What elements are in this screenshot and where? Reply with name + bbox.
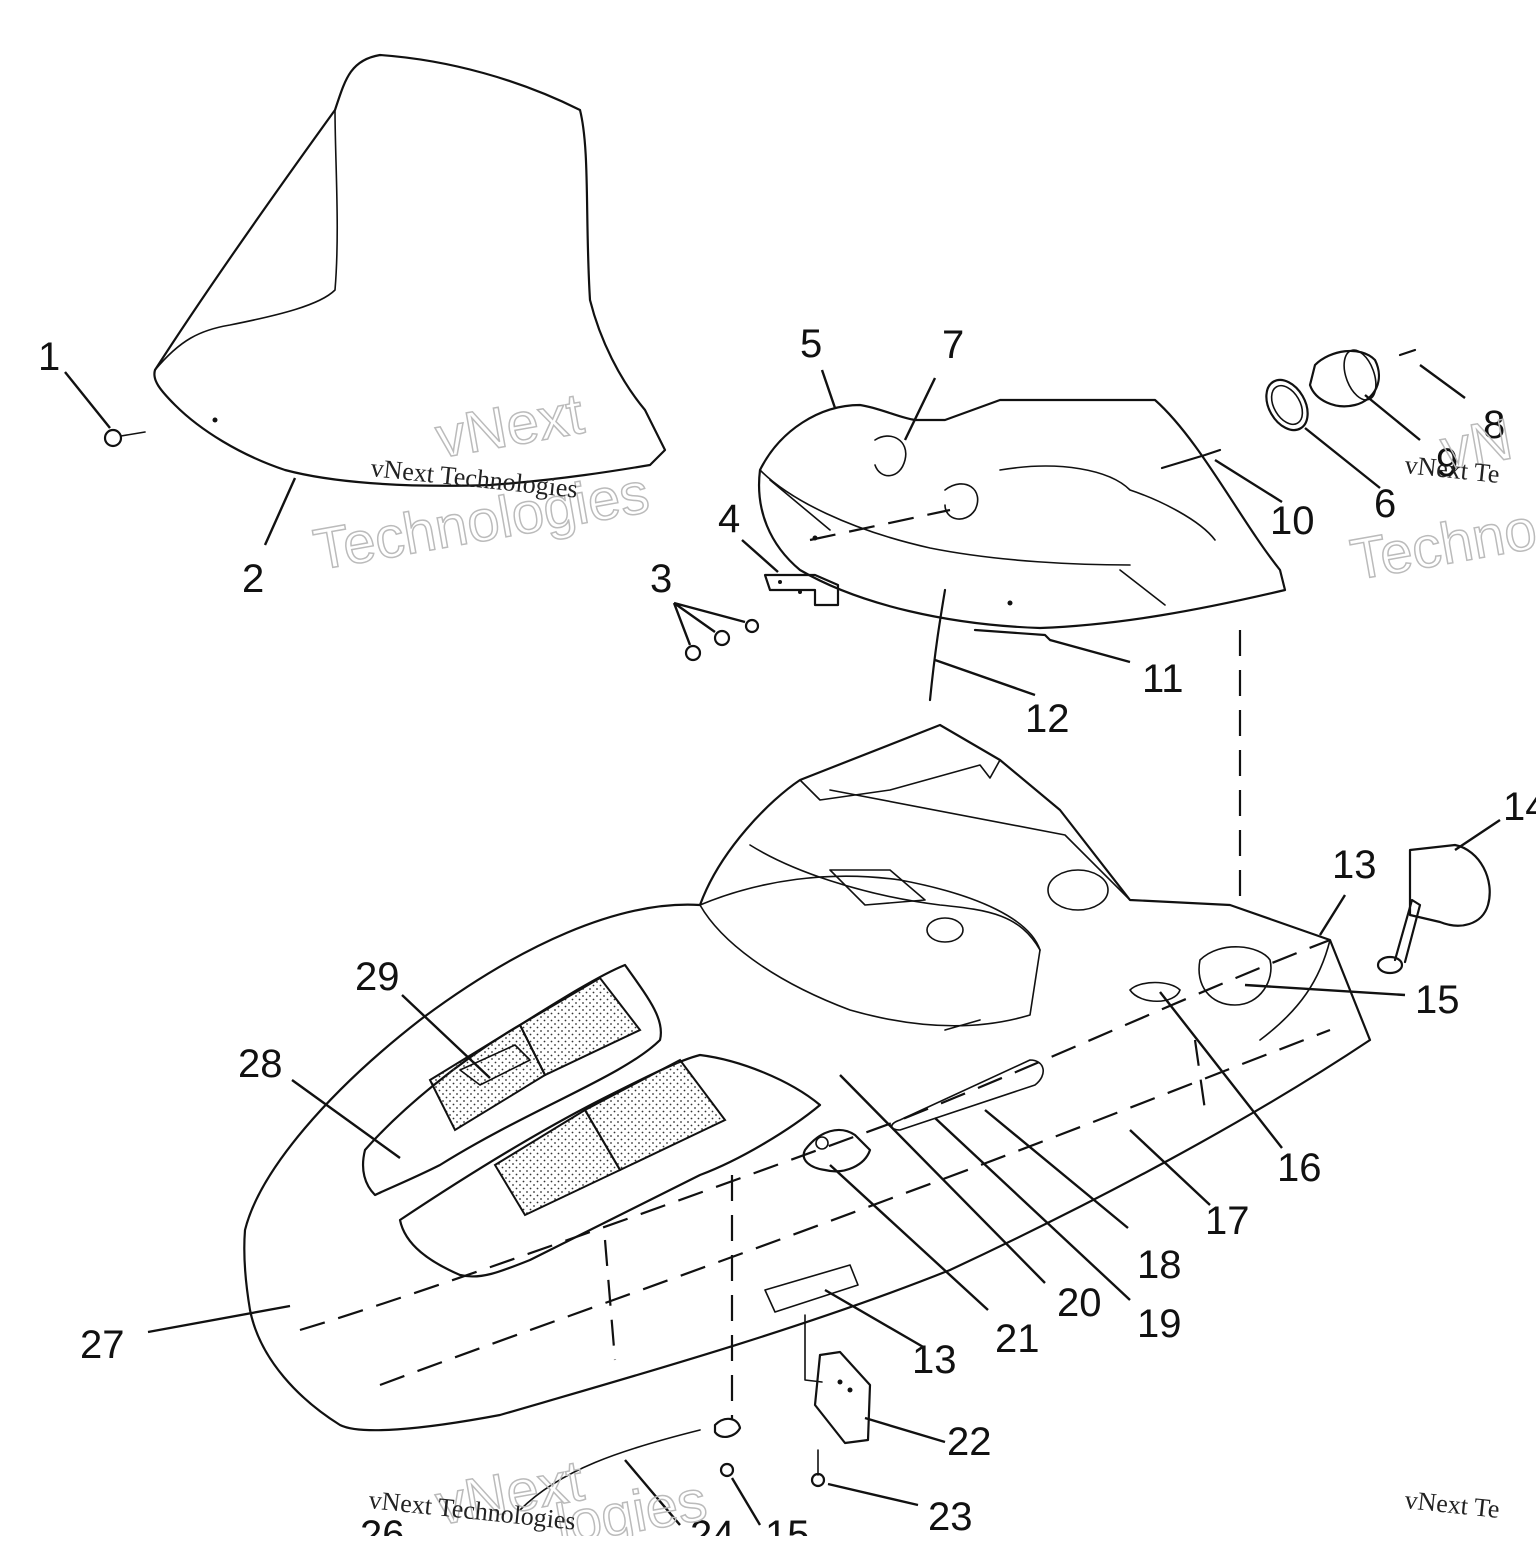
callout-13b: 13 (912, 1338, 957, 1382)
callout-3: 3 (650, 557, 672, 601)
callout-20: 20 (1057, 1281, 1102, 1325)
alignment-line-plate (804, 1314, 823, 1383)
callout-16: 16 (1277, 1146, 1322, 1190)
callout-19: 19 (1137, 1302, 1182, 1346)
callout-10: 10 (1270, 499, 1315, 543)
callout-13a: 13 (1332, 843, 1377, 887)
callout-1: 1 (38, 335, 60, 379)
callout-29: 29 (355, 955, 400, 999)
callout-14: 14 (1503, 785, 1536, 829)
dash-panel (758, 398, 1287, 630)
watermark-small-bottom-right: vNext Te (1403, 1485, 1501, 1524)
callout-28: 28 (238, 1042, 283, 1086)
hardware-nuts-washers (684, 618, 760, 662)
callout-23: 23 (928, 1495, 973, 1536)
screw-10 (1160, 448, 1222, 470)
callout-labels: 1 2 3 4 5 6 7 8 9 10 11 12 13 13 14 15 1… (38, 322, 1536, 1541)
callout-8: 8 (1483, 403, 1505, 447)
callout-11: 11 (1142, 657, 1184, 701)
screw-8 (1398, 348, 1417, 357)
gauge-unit (1308, 349, 1380, 408)
mounting-plate (813, 1350, 872, 1445)
callout-21: 21 (995, 1317, 1040, 1361)
screw-23 (810, 1449, 826, 1488)
callout-2: 2 (242, 557, 264, 601)
callout-9: 9 (1436, 441, 1458, 485)
callout-15b: 15 (765, 1513, 810, 1536)
leader-lines (64, 364, 1501, 1526)
watermark-big-vnext: vNext (431, 381, 588, 471)
screw-fastener-1 (103, 428, 146, 448)
gauge-bezel-ring (1265, 378, 1309, 432)
bracket (763, 573, 840, 607)
callout-22: 22 (947, 1420, 992, 1464)
callout-12: 12 (1025, 697, 1070, 741)
callout-5: 5 (800, 322, 822, 366)
screw-11 (973, 628, 1052, 642)
clip-bottom (519, 1417, 742, 1511)
cable-12 (928, 588, 947, 702)
callout-27: 27 (80, 1323, 125, 1367)
callout-18: 18 (1137, 1243, 1182, 1287)
callout-15a: 15 (1415, 978, 1460, 1022)
callout-4: 4 (718, 497, 740, 541)
callout-7: 7 (942, 323, 964, 367)
knob (802, 1128, 872, 1173)
callout-6: 6 (1374, 482, 1396, 526)
windshield (153, 53, 667, 487)
hood-vents (361, 963, 822, 1278)
mirror (1376, 843, 1491, 975)
hood-body (243, 723, 1372, 1432)
callout-17: 17 (1205, 1199, 1250, 1243)
watermark-big-right: vN (1436, 406, 1517, 482)
